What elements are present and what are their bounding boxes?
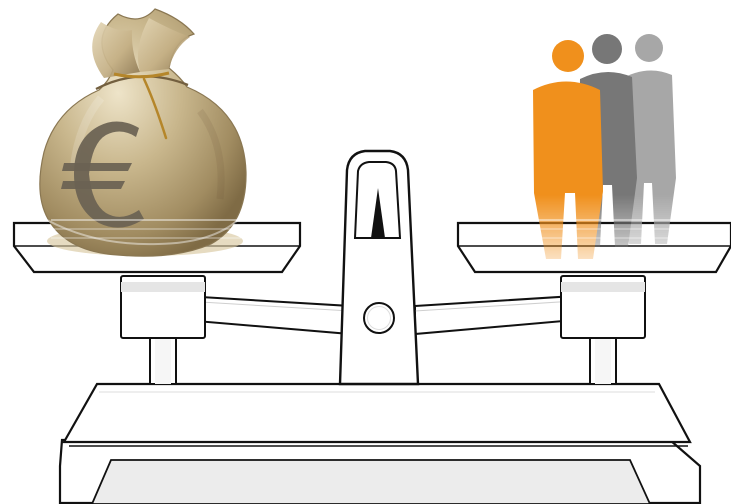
scale-center-column: [340, 151, 418, 384]
scale-support-left: [150, 338, 176, 384]
scale-support-right: [590, 338, 616, 384]
scale-base: [60, 384, 700, 504]
